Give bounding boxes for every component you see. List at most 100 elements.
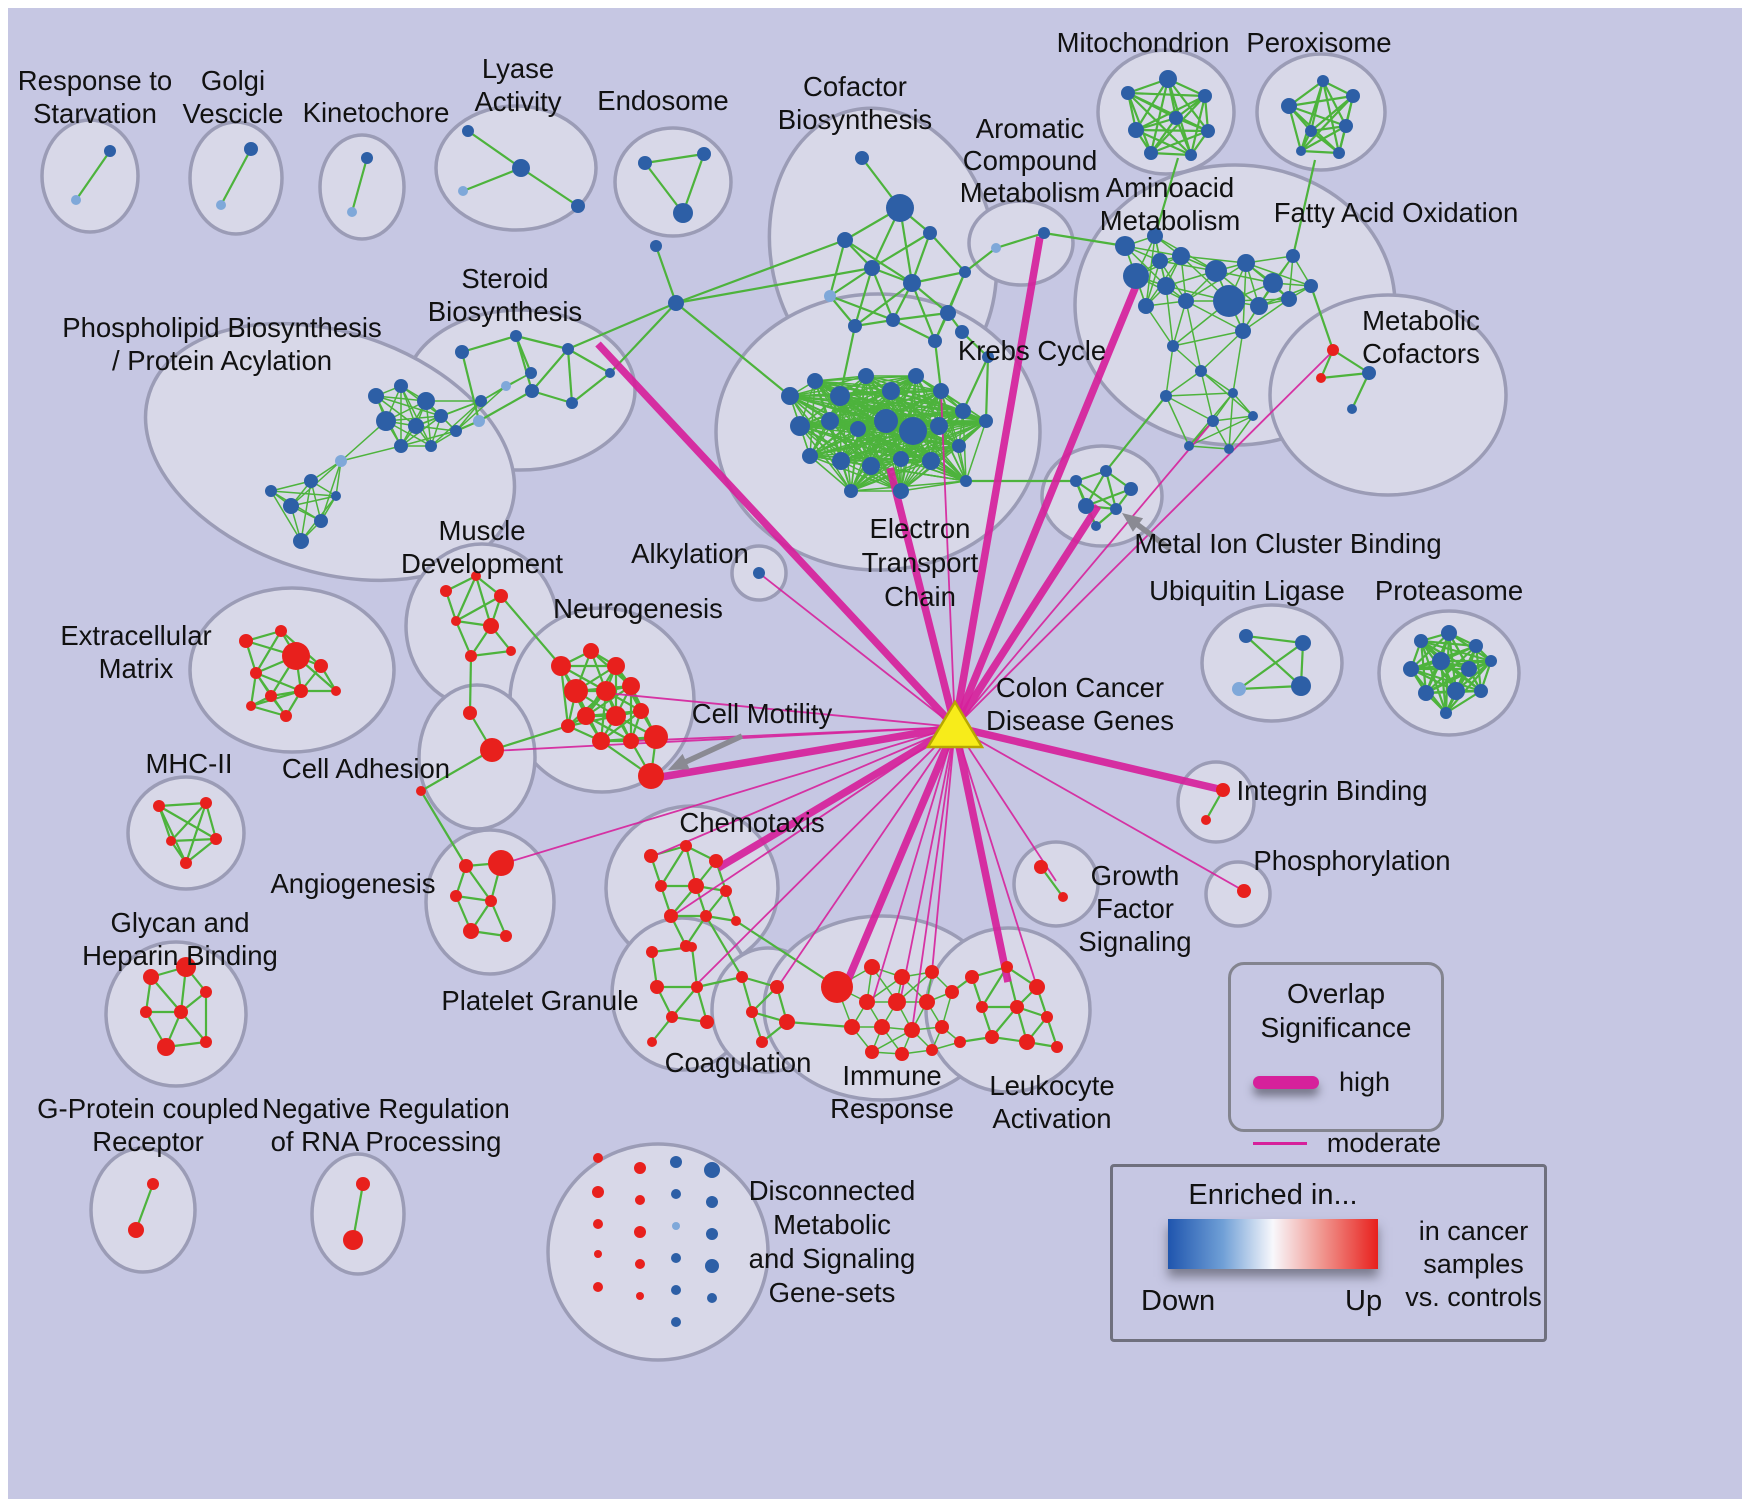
- enrichment-gradient: [1168, 1219, 1378, 1269]
- gene-overlap-edge: [461, 334, 517, 354]
- pointer-arrow-head: [668, 753, 690, 770]
- gene-set-node: [1296, 146, 1306, 156]
- gene-set-node: [239, 634, 253, 648]
- significance-edge-moderate: [871, 726, 956, 1004]
- gene-set-node: [832, 452, 850, 470]
- gene-set-node: [200, 986, 212, 998]
- gene-set-node: [859, 994, 875, 1010]
- moderate-significance-swatch: [1253, 1142, 1307, 1145]
- gene-set-node: [455, 345, 469, 359]
- gene-overlap-edge: [829, 390, 942, 422]
- gene-set-node: [293, 533, 309, 549]
- gene-set-node: [1235, 323, 1251, 339]
- gene-set-node: [1281, 291, 1297, 307]
- gene-set-node: [1317, 75, 1329, 87]
- gene-overlap-edge: [1180, 255, 1247, 264]
- gene-set-node: [671, 1189, 681, 1199]
- gene-set-node: [314, 659, 328, 673]
- inter-cluster-edge: [786, 1020, 853, 1029]
- gene-set-node: [1461, 661, 1477, 677]
- gene-set-node: [1138, 298, 1154, 314]
- gene-overlap-edge: [474, 575, 493, 627]
- label-extracellular-matrix: Extracellular: [60, 620, 211, 651]
- gene-overlap-edge: [1200, 330, 1244, 372]
- gene-overlap-edge: [1150, 129, 1209, 155]
- gene-set-node: [361, 152, 373, 164]
- gene-set-node: [886, 194, 914, 222]
- gene-set-node: [506, 646, 516, 656]
- gene-set-node: [1213, 285, 1245, 317]
- label-integrin-binding: Integrin Binding: [1236, 775, 1427, 806]
- label-aromatic-compound-metabolism: Metabolism: [960, 177, 1101, 208]
- gene-set-node: [1263, 273, 1283, 293]
- gene-overlap-edge: [1232, 392, 1254, 417]
- gene-set-node: [564, 679, 588, 703]
- gene-set-node: [463, 923, 479, 939]
- label-aromatic-compound-metabolism: Aromatic: [976, 113, 1085, 144]
- gene-overlap-edge: [1245, 635, 1302, 687]
- gene-set-node: [494, 589, 508, 603]
- gene-set-node: [1123, 263, 1149, 289]
- gene-set-node: [1205, 260, 1227, 282]
- cluster-kinetochore-region: [318, 133, 406, 241]
- gene-set-node: [680, 840, 692, 852]
- gene-set-node: [265, 690, 277, 702]
- gene-overlap-edge: [1238, 684, 1302, 691]
- label-phosphorylation: Phosphorylation: [1253, 845, 1450, 876]
- gene-set-node: [736, 971, 748, 983]
- significance-edge-moderate: [911, 726, 956, 1031]
- gene-set-node: [638, 763, 664, 789]
- gene-overlap-edge: [885, 410, 964, 422]
- gene-set-node: [650, 240, 662, 252]
- gene-set-node: [622, 677, 640, 695]
- gene-set-node: [671, 1317, 681, 1327]
- label-disease-genes: Disease Genes: [986, 705, 1174, 736]
- gene-set-node: [1167, 340, 1179, 352]
- inter-cluster-edge: [675, 266, 873, 305]
- gene-overlap-edge: [514, 335, 534, 392]
- gene-set-node: [1474, 684, 1488, 698]
- inter-cluster-edge: [696, 975, 743, 989]
- gene-set-node: [770, 980, 784, 994]
- label-metabolic-cofactors: Cofactors: [1362, 338, 1480, 369]
- gene-set-node: [153, 800, 165, 812]
- gene-set-node: [635, 1195, 645, 1205]
- gene-set-node: [753, 567, 765, 579]
- gene-set-node: [1115, 236, 1135, 256]
- label-peroxisome: Peroxisome: [1246, 27, 1391, 58]
- significance-edge-moderate: [954, 726, 1038, 988]
- gene-set-node: [1304, 279, 1318, 293]
- gene-set-node: [1034, 860, 1048, 874]
- gene-overlap-edge: [1474, 645, 1483, 692]
- gene-set-node: [147, 1178, 159, 1190]
- gene-set-node: [1216, 783, 1230, 797]
- gene-set-node: [965, 970, 979, 984]
- gene-set-node: [1041, 1011, 1053, 1023]
- gene-set-node: [180, 857, 192, 869]
- gene-set-node: [488, 850, 514, 876]
- label-negative-regulation-rna-processing: Negative Regulation: [262, 1093, 510, 1124]
- inter-cluster-edge: [491, 724, 569, 752]
- significance-edge-moderate: [931, 726, 956, 973]
- gene-overlap-edge: [809, 455, 852, 492]
- cluster-leukocyte-activation-region: [924, 926, 1092, 1094]
- gene-set-node: [903, 274, 921, 292]
- label-phospholipid-protein-acylation: / Protein Acylation: [112, 345, 332, 376]
- gene-set-node: [1029, 979, 1045, 995]
- gene-set-node: [561, 719, 575, 733]
- gene-set-node: [1248, 411, 1258, 421]
- label-disease-genes: Colon Cancer: [996, 672, 1164, 703]
- significance-edge-moderate: [694, 726, 956, 987]
- gene-overlap-edge: [829, 294, 894, 322]
- gene-set-node: [473, 415, 485, 427]
- gene-set-node: [1232, 682, 1246, 696]
- gene-set-node: [720, 885, 732, 897]
- gene-overlap-edge: [829, 375, 917, 422]
- gene-overlap-edge: [853, 267, 874, 327]
- gene-set-node: [926, 1044, 938, 1056]
- gene-set-node: [691, 981, 703, 993]
- gene-set-node: [1051, 1041, 1063, 1053]
- gene-overlap-edge: [465, 865, 492, 902]
- gene-set-node: [605, 368, 615, 378]
- gene-overlap-edge: [1185, 300, 1202, 372]
